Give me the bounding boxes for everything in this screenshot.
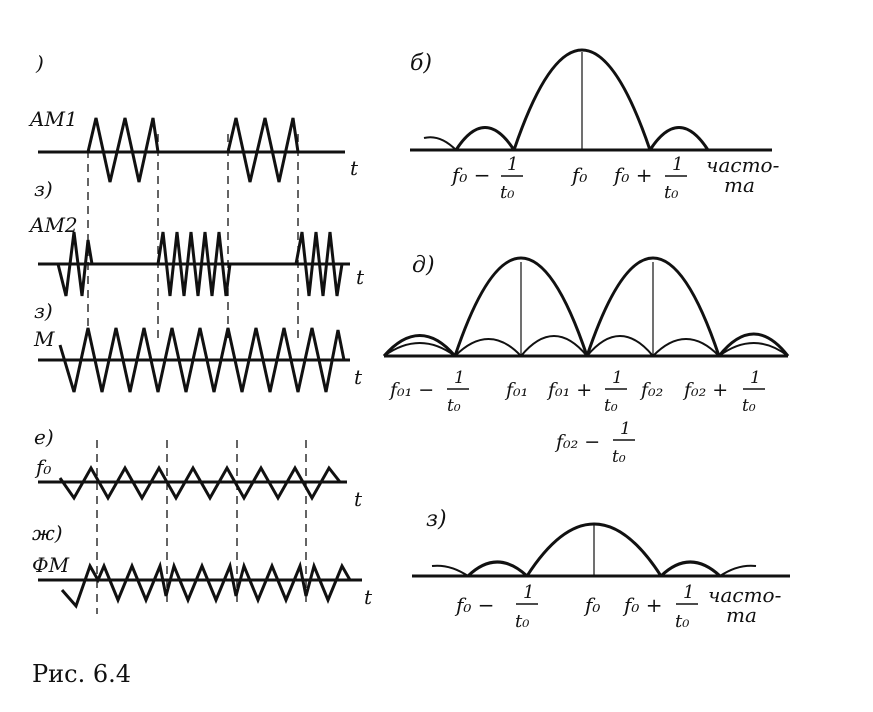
spectrum-b-left-tail (423, 136, 457, 151)
am1-axis-t: t (350, 156, 359, 180)
figure-caption: Рис. 6.4 (32, 660, 131, 688)
panel-v-label: з) (34, 177, 53, 201)
panel-e: е) f₀ t (34, 425, 363, 511)
z-label-f0-minus: f₀ − (454, 593, 495, 617)
am1-burst-1 (86, 117, 160, 183)
d-label-f02-plus: f₀₂ + (682, 379, 728, 401)
panel-a: ) AM1 t (28, 51, 359, 183)
panel-b: б) f₀ − 1 t₀ f₀ f₀ + 1 t₀ часто- та (410, 48, 780, 203)
z-label-f0: f₀ (583, 593, 600, 617)
f0-axis-t: t (354, 487, 363, 511)
d-frac-num-2: 1 (612, 368, 623, 388)
panel-d-label: д) (412, 253, 435, 278)
spectrum-z-left-tail (431, 564, 469, 577)
panel-b-label: б) (410, 51, 432, 76)
d-label-f01: f₀₁ (504, 379, 528, 401)
panel-e-label: е) (34, 425, 54, 449)
b-frac-num-right: 1 (672, 154, 683, 175)
b-frac-den-right: t₀ (664, 182, 678, 203)
panel-v: з) AM2 t (28, 177, 365, 297)
spectrum-b-left-sidelobe (454, 126, 516, 151)
spectrum-d-env-1 (383, 342, 456, 357)
spectrum-d-env-5 (652, 338, 720, 357)
z-frac-num-left: 1 (523, 582, 534, 603)
spectrum-d-env-2 (454, 338, 522, 357)
am1-burst-2 (226, 117, 300, 183)
b-frac-num-left: 1 (507, 154, 518, 175)
panel-g: з) M t (33, 299, 363, 393)
am2-burst-3 (294, 231, 344, 297)
m-label: M (33, 327, 55, 351)
z-axis-label: часто- (708, 583, 782, 607)
d-label-f01-minus: f₀₁ − (388, 379, 434, 401)
panel-a-label: ) (35, 51, 44, 75)
b-frac-den-left: t₀ (500, 182, 514, 203)
spectrum-d-env-3 (520, 335, 588, 357)
d-frac-num-4: 1 (620, 419, 631, 439)
b-axis-label-2: та (724, 173, 755, 197)
d-frac-den-3: t₀ (742, 396, 756, 416)
spectrum-z-right-sidelobe (659, 560, 722, 578)
m-axis-t: t (354, 365, 363, 389)
m-signal (58, 327, 346, 393)
b-axis-label: часто- (706, 153, 780, 177)
spectrum-b-main-lobe (512, 48, 652, 151)
fm-signal (60, 560, 352, 609)
spectrum-z-right-tail (719, 564, 757, 577)
spectrum-b-right-sidelobe (648, 126, 710, 151)
spectrum-z-left-sidelobe (466, 560, 529, 578)
am2-label: AM2 (28, 213, 78, 237)
f0-label: f₀ (34, 455, 51, 479)
d-frac-den-2: t₀ (604, 396, 618, 416)
spectrum-d-lobe-f02 (585, 256, 721, 357)
spectrum-d-lobe-f01 (453, 256, 589, 357)
spectrum-d-env-6 (718, 342, 789, 357)
spectrum-d-sidelobe-1 (382, 334, 457, 357)
z-axis-label-2: та (726, 603, 757, 627)
z-label-f0-plus: f₀ + (622, 593, 663, 617)
am2-axis-t: t (356, 265, 365, 289)
fm-axis-t: t (364, 585, 373, 609)
d-label-f02: f₀₂ (639, 379, 663, 401)
z-frac-num-right: 1 (683, 582, 694, 603)
panel-zh: ж) ФМ t (32, 521, 373, 609)
d-frac-den-4: t₀ (612, 447, 626, 467)
fm-label: ФМ (32, 553, 70, 577)
panel-z: з) f₀ − 1 t₀ f₀ f₀ + 1 t₀ часто- та (412, 507, 790, 632)
panel-z-label: з) (426, 507, 447, 532)
am1-label: AM1 (28, 107, 78, 131)
spectrum-d-sidelobe-2 (717, 332, 790, 357)
am2-burst-2 (156, 231, 232, 297)
b-label-f0-minus: f₀ − (450, 163, 491, 187)
z-frac-den-left: t₀ (515, 611, 529, 632)
bottom-dashed-guides (96, 440, 307, 614)
d-frac-num-3: 1 (750, 368, 761, 388)
d-label-f02-minus: f₀₂ − (554, 431, 600, 453)
panel-d: д) f₀₁ − 1 t₀ f₀₁ f₀₁ + 1 t₀ f₀₂ f₀₂ + 1… (382, 253, 790, 467)
spectrum-d-env-4 (586, 335, 654, 357)
top-dashed-guides (87, 134, 299, 340)
b-label-f0: f₀ (570, 163, 587, 187)
b-label-f0-plus: f₀ + (612, 163, 653, 187)
am2-burst-1 (56, 231, 94, 297)
panel-g-label: з) (34, 299, 53, 323)
f0-signal (58, 464, 342, 502)
panel-zh-label: ж) (32, 521, 63, 545)
z-frac-den-right: t₀ (675, 611, 689, 632)
d-label-f01-plus: f₀₁ + (546, 379, 592, 401)
d-frac-num-1: 1 (454, 368, 465, 388)
d-frac-den-1: t₀ (447, 396, 461, 416)
